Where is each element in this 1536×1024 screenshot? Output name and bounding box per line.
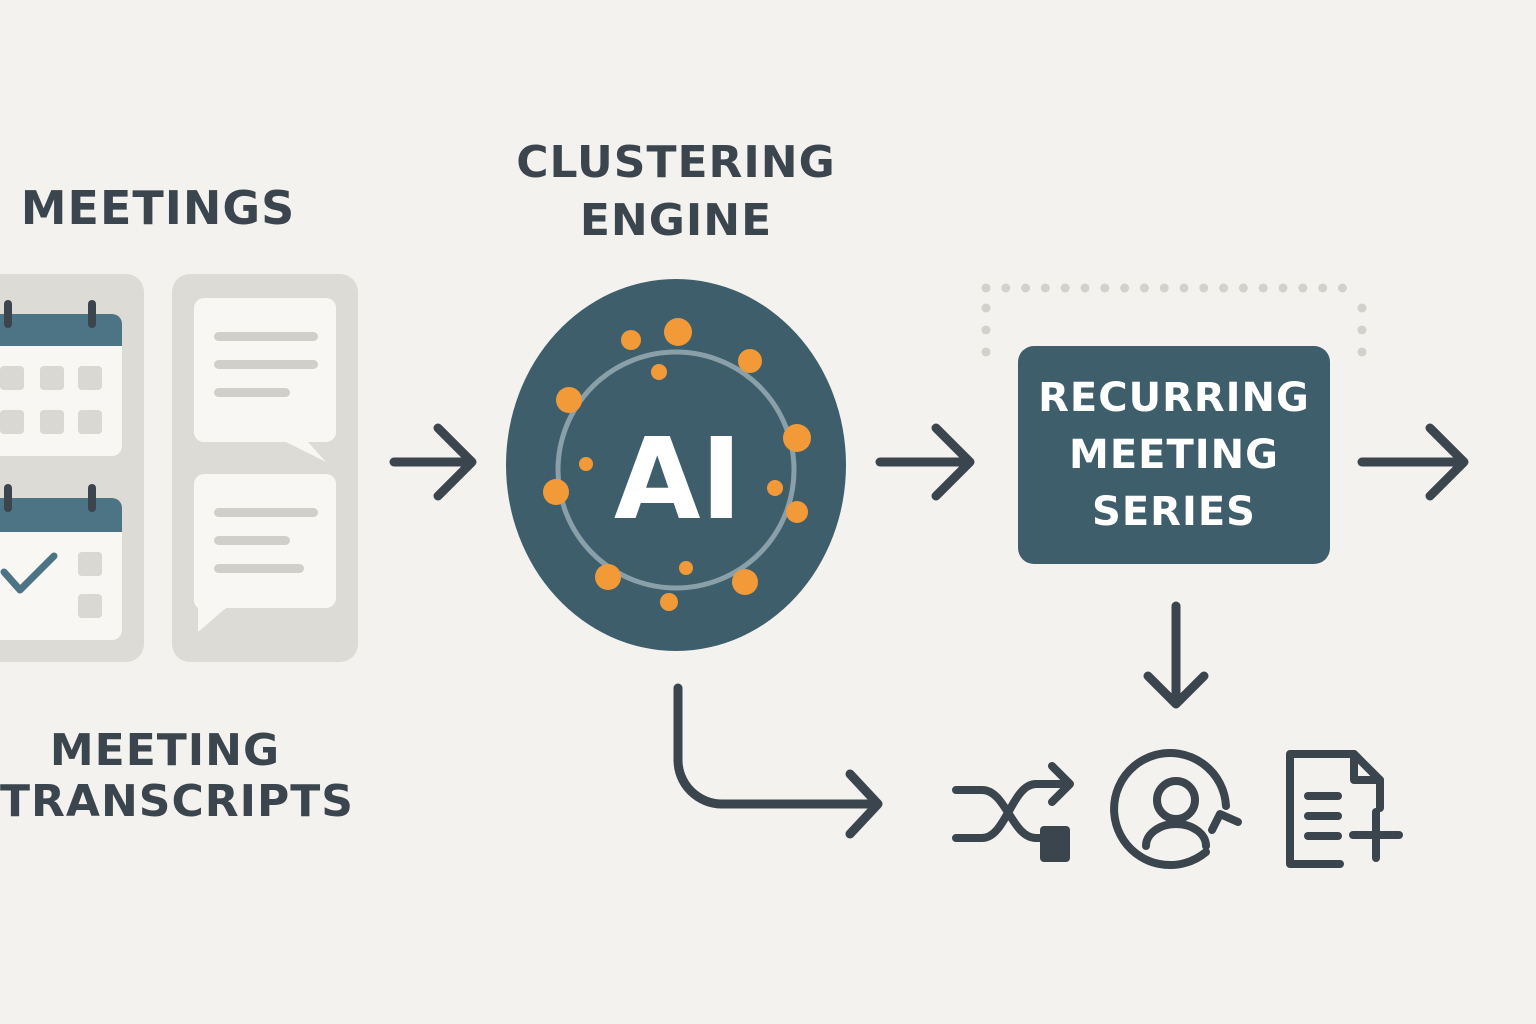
series-line2: MEETING (1069, 431, 1279, 478)
engine-label-line2: ENGINE (579, 195, 773, 246)
meetings-label: MEETINGS (20, 181, 296, 235)
meeting-transcripts-label: MEETING TRANSCRIPTS (0, 725, 354, 827)
ai-label: AI (614, 415, 742, 545)
engine-label-line1: CLUSTERING (516, 137, 836, 188)
recurring-meeting-series-box: RECURRING MEETING SERIES (1018, 346, 1330, 564)
chat-bubble-icon (194, 298, 336, 462)
document-add-icon (1286, 750, 1403, 868)
calendar-check-icon (0, 484, 122, 640)
ai-engine-circle: AI (506, 279, 846, 651)
clustering-engine-label: CLUSTERING ENGINE (500, 134, 852, 250)
series-line1: RECURRING (1038, 374, 1310, 421)
calendar-icon (0, 300, 122, 456)
arrow-right-icon (875, 423, 975, 501)
arrow-right-icon (389, 423, 477, 501)
arrow-right-icon (1357, 423, 1469, 501)
curved-arrow-icon (673, 683, 883, 839)
chat-bubble-icon (193, 474, 336, 632)
series-line3: SERIES (1092, 488, 1256, 535)
calendar-panel (0, 274, 144, 662)
user-sync-icon (1110, 749, 1242, 869)
arrow-down-icon (1143, 601, 1209, 709)
shuffle-merge-icon (952, 762, 1074, 862)
transcripts-label-line1: MEETING (49, 725, 281, 776)
transcripts-panel (172, 274, 358, 662)
cluster-dots (543, 318, 811, 611)
transcripts-label-line2: TRANSCRIPTS (0, 775, 354, 827)
dotted-outline (981, 283, 1367, 357)
